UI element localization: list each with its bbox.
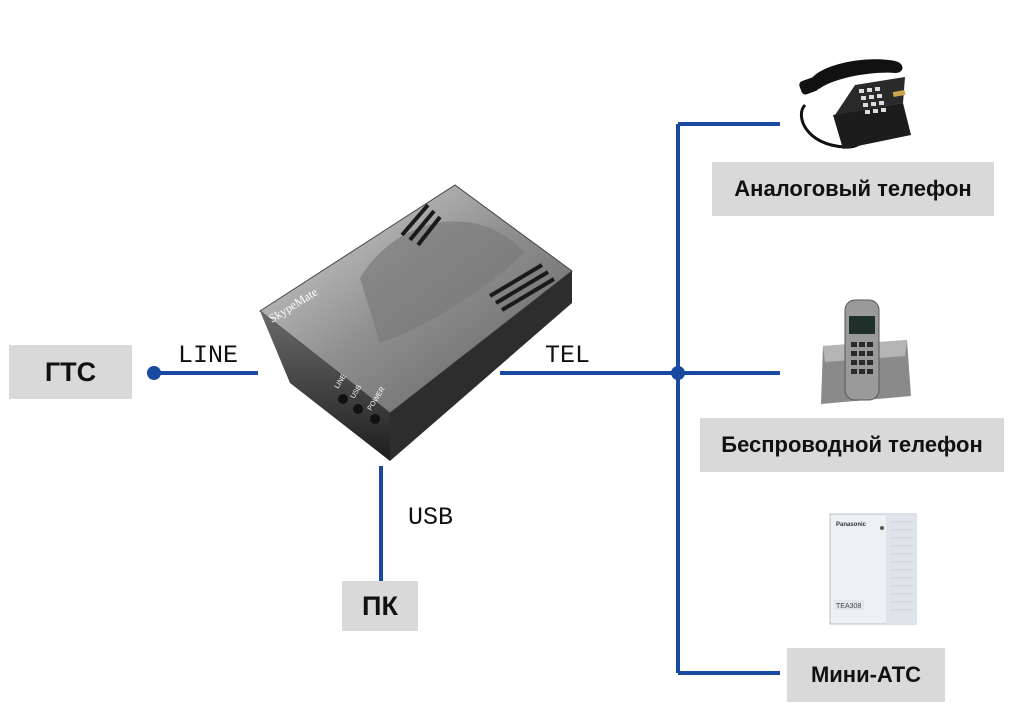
usb-label: USB — [408, 503, 454, 532]
usb-indicator-led — [353, 404, 363, 414]
skypemate-device: SkypeMate LINE USB POWER — [259, 184, 573, 461]
pbx-brand-label: Panasonic — [836, 522, 867, 528]
mini-pbx-icon: Panasonic TEA308 — [829, 513, 917, 625]
bus-junction-dot — [671, 366, 685, 380]
tel-label: TEL — [545, 341, 591, 370]
pc-box: ПК — [342, 581, 418, 631]
pbx-model-label: TEA308 — [836, 603, 861, 610]
gts-box: ГТС — [9, 345, 132, 399]
mini-pbx-box: Мини-АТС — [787, 648, 945, 702]
power-indicator-led — [370, 414, 380, 424]
line-label: LINE — [178, 341, 239, 370]
analog-phone-box: Аналоговый телефон — [712, 162, 994, 216]
cordless-phone-icon — [821, 299, 911, 404]
cordless-phone-box: Беспроводной телефон — [700, 418, 1004, 472]
line-indicator-led — [338, 394, 348, 404]
gts-junction-dot — [147, 366, 161, 380]
analog-phone-icon — [799, 59, 911, 149]
